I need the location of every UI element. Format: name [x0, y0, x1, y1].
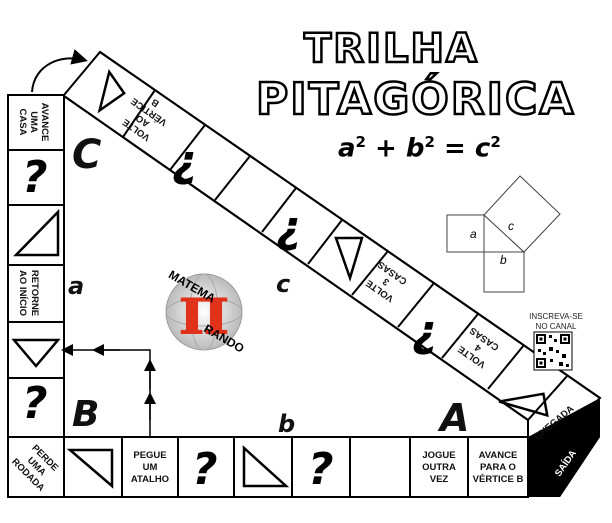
svg-text:b: b — [500, 253, 507, 267]
svg-text:UMA: UMA — [28, 111, 39, 133]
svg-text:PARA O: PARA O — [480, 462, 516, 473]
bottom-cell-texts: PEGUE UM ATALHO JOGUE OUTRA VEZ AVANCE P… — [131, 450, 524, 485]
svg-text:?: ? — [22, 152, 48, 203]
start-arrow — [31, 49, 88, 93]
svg-text:JOGUE: JOGUE — [422, 450, 455, 461]
svg-text:¿: ¿ — [276, 202, 302, 253]
side-a-label: a — [68, 272, 85, 300]
svg-text:?: ? — [22, 378, 48, 429]
qr-code — [533, 331, 573, 371]
svg-text:CASAS: CASAS — [468, 325, 502, 353]
svg-text:CASA: CASA — [17, 109, 28, 136]
svg-text:a: a — [470, 227, 477, 241]
volte-3-cell: VOLTE 3 CASAS — [364, 259, 409, 304]
question-glyphs: ? ? ? ? ¿ ¿ ¿ — [22, 136, 438, 495]
svg-text:ATALHO: ATALHO — [131, 474, 169, 485]
svg-text:VOLTE: VOLTE — [456, 343, 488, 370]
left-column-cells — [8, 149, 64, 379]
title-line-1: TRILHA — [303, 25, 479, 74]
svg-text:RETORNE: RETORNE — [29, 270, 40, 316]
svg-text:4: 4 — [472, 341, 483, 353]
avance-casa-cell: AVANCE UMA CASA — [17, 103, 50, 142]
svg-text:PEGUE: PEGUE — [133, 450, 166, 461]
perde-rodada-cell: PERDE UMA RODADA — [9, 443, 60, 494]
title-line-2: PITAGÓRICA — [255, 73, 576, 127]
svg-text:AVANCE: AVANCE — [479, 450, 518, 461]
side-c-label: c — [276, 270, 291, 298]
svg-text:π: π — [178, 268, 229, 351]
svg-text:?: ? — [308, 444, 334, 495]
diagonal-cells — [63, 51, 601, 421]
svg-text:?: ? — [192, 444, 218, 495]
svg-text:c: c — [508, 219, 514, 233]
shortcut-arrows — [61, 344, 156, 437]
volte-vertice-cell: VOLTE AO VÉRTICE B — [121, 95, 169, 143]
channel-label: INSCREVA-SE NO CANAL — [529, 312, 583, 331]
svg-text:VOLTE: VOLTE — [364, 277, 396, 304]
triangle-icon — [11, 68, 549, 489]
volte-4-cell: VOLTE 4 CASAS — [456, 325, 502, 370]
pythagorean-formula: a2 + b2 = c2 — [338, 133, 501, 164]
svg-text:VÉRTICE B: VÉRTICE B — [473, 474, 524, 485]
logo: π MATEMA RANDO — [165, 268, 247, 356]
svg-text:OUTRA: OUTRA — [422, 462, 456, 473]
svg-text:AO INÍCIO: AO INÍCIO — [17, 270, 28, 316]
vertex-c-label: C — [72, 132, 102, 178]
pythagoras-diagram — [446, 175, 561, 293]
retorne-cell: RETORNE AO INÍCIO — [17, 270, 40, 316]
side-b-label: b — [278, 410, 296, 438]
svg-text:UM: UM — [143, 462, 158, 473]
bottom-row-cells — [63, 437, 469, 497]
vertex-b-label: B — [72, 394, 100, 435]
svg-text:¿: ¿ — [412, 306, 438, 357]
svg-text:¿: ¿ — [172, 136, 198, 187]
vertex-a-label: A — [440, 396, 470, 440]
svg-text:B: B — [149, 96, 161, 109]
svg-text:VEZ: VEZ — [430, 474, 449, 485]
svg-text:3: 3 — [381, 276, 392, 288]
svg-text:AVANCE: AVANCE — [39, 103, 50, 142]
